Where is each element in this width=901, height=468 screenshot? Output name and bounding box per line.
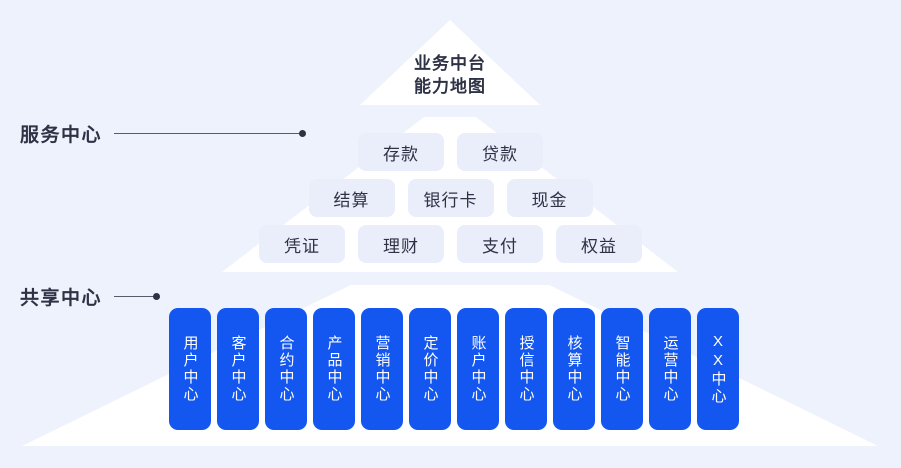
annotation-service-center-leader-line	[114, 132, 301, 134]
annotation-service-center-dot-icon	[299, 129, 307, 137]
service-tag[interactable]: 贷款	[457, 133, 543, 171]
annotation-service-center-label: 服务中心	[20, 124, 103, 146]
shared-center-card[interactable]: 核算中心	[553, 308, 595, 430]
service-tag[interactable]: 现金	[506, 179, 593, 217]
shared-center-card-label: XX中心	[709, 333, 727, 405]
shared-center-card-label: 账户中心	[469, 335, 487, 403]
service-tag[interactable]: 存款	[358, 133, 444, 171]
annotation-shared-center-dot-icon	[153, 292, 161, 300]
shared-center-card[interactable]: 授信中心	[505, 308, 547, 430]
shared-center-card[interactable]: 合约中心	[265, 308, 307, 430]
annotation-shared-center-label: 共享中心	[20, 287, 103, 309]
shared-center-card-list: 用户中心 客户中心 合约中心 产品中心 营销中心 定价中心 账户中心 授信中心 …	[169, 308, 742, 430]
shared-center-card-label: 授信中心	[517, 335, 535, 403]
service-tag-row-2: 结算 银行卡 现金	[0, 179, 901, 217]
service-tag[interactable]: 结算	[308, 179, 395, 217]
shared-center-card[interactable]: 定价中心	[409, 308, 451, 430]
shared-center-card[interactable]: 营销中心	[361, 308, 403, 430]
service-tag-row-1: 存款 贷款	[0, 133, 901, 171]
shared-center-card-label: 定价中心	[421, 335, 439, 403]
shared-center-card-label: 核算中心	[565, 335, 583, 403]
shared-center-card[interactable]: 客户中心	[217, 308, 259, 430]
service-tag[interactable]: 支付	[457, 225, 543, 263]
annotation-shared-center-leader-line	[114, 295, 155, 297]
pyramid-title-line-1: 业务中台	[414, 54, 486, 73]
shared-center-card-label: 智能中心	[613, 335, 631, 403]
shared-center-card-label: 营销中心	[373, 335, 391, 403]
pyramid-title: 业务中台 能力地图	[350, 52, 550, 98]
shared-center-card-label: 运营中心	[661, 335, 679, 403]
annotation-service-center: 服务中心	[20, 121, 307, 146]
shared-center-card-label: 用户中心	[181, 335, 199, 403]
shared-center-card-label: 客户中心	[229, 335, 247, 403]
shared-center-card-label: 合约中心	[277, 335, 295, 403]
pyramid-title-line-2: 能力地图	[414, 77, 486, 96]
annotation-shared-center: 共享中心	[20, 284, 161, 309]
shared-center-card[interactable]: 用户中心	[169, 308, 211, 430]
shared-center-card-label: 产品中心	[325, 335, 343, 403]
shared-center-card[interactable]: 运营中心	[649, 308, 691, 430]
shared-center-card[interactable]: 智能中心	[601, 308, 643, 430]
service-tag[interactable]: 理财	[358, 225, 444, 263]
shared-center-card[interactable]: XX中心	[697, 308, 739, 430]
shared-center-card[interactable]: 产品中心	[313, 308, 355, 430]
service-tag-row-3: 凭证 理财 支付 权益	[0, 225, 901, 263]
service-tag[interactable]: 权益	[556, 225, 642, 263]
service-tag[interactable]: 银行卡	[407, 179, 494, 217]
shared-center-card[interactable]: 账户中心	[457, 308, 499, 430]
service-tag[interactable]: 凭证	[259, 225, 345, 263]
